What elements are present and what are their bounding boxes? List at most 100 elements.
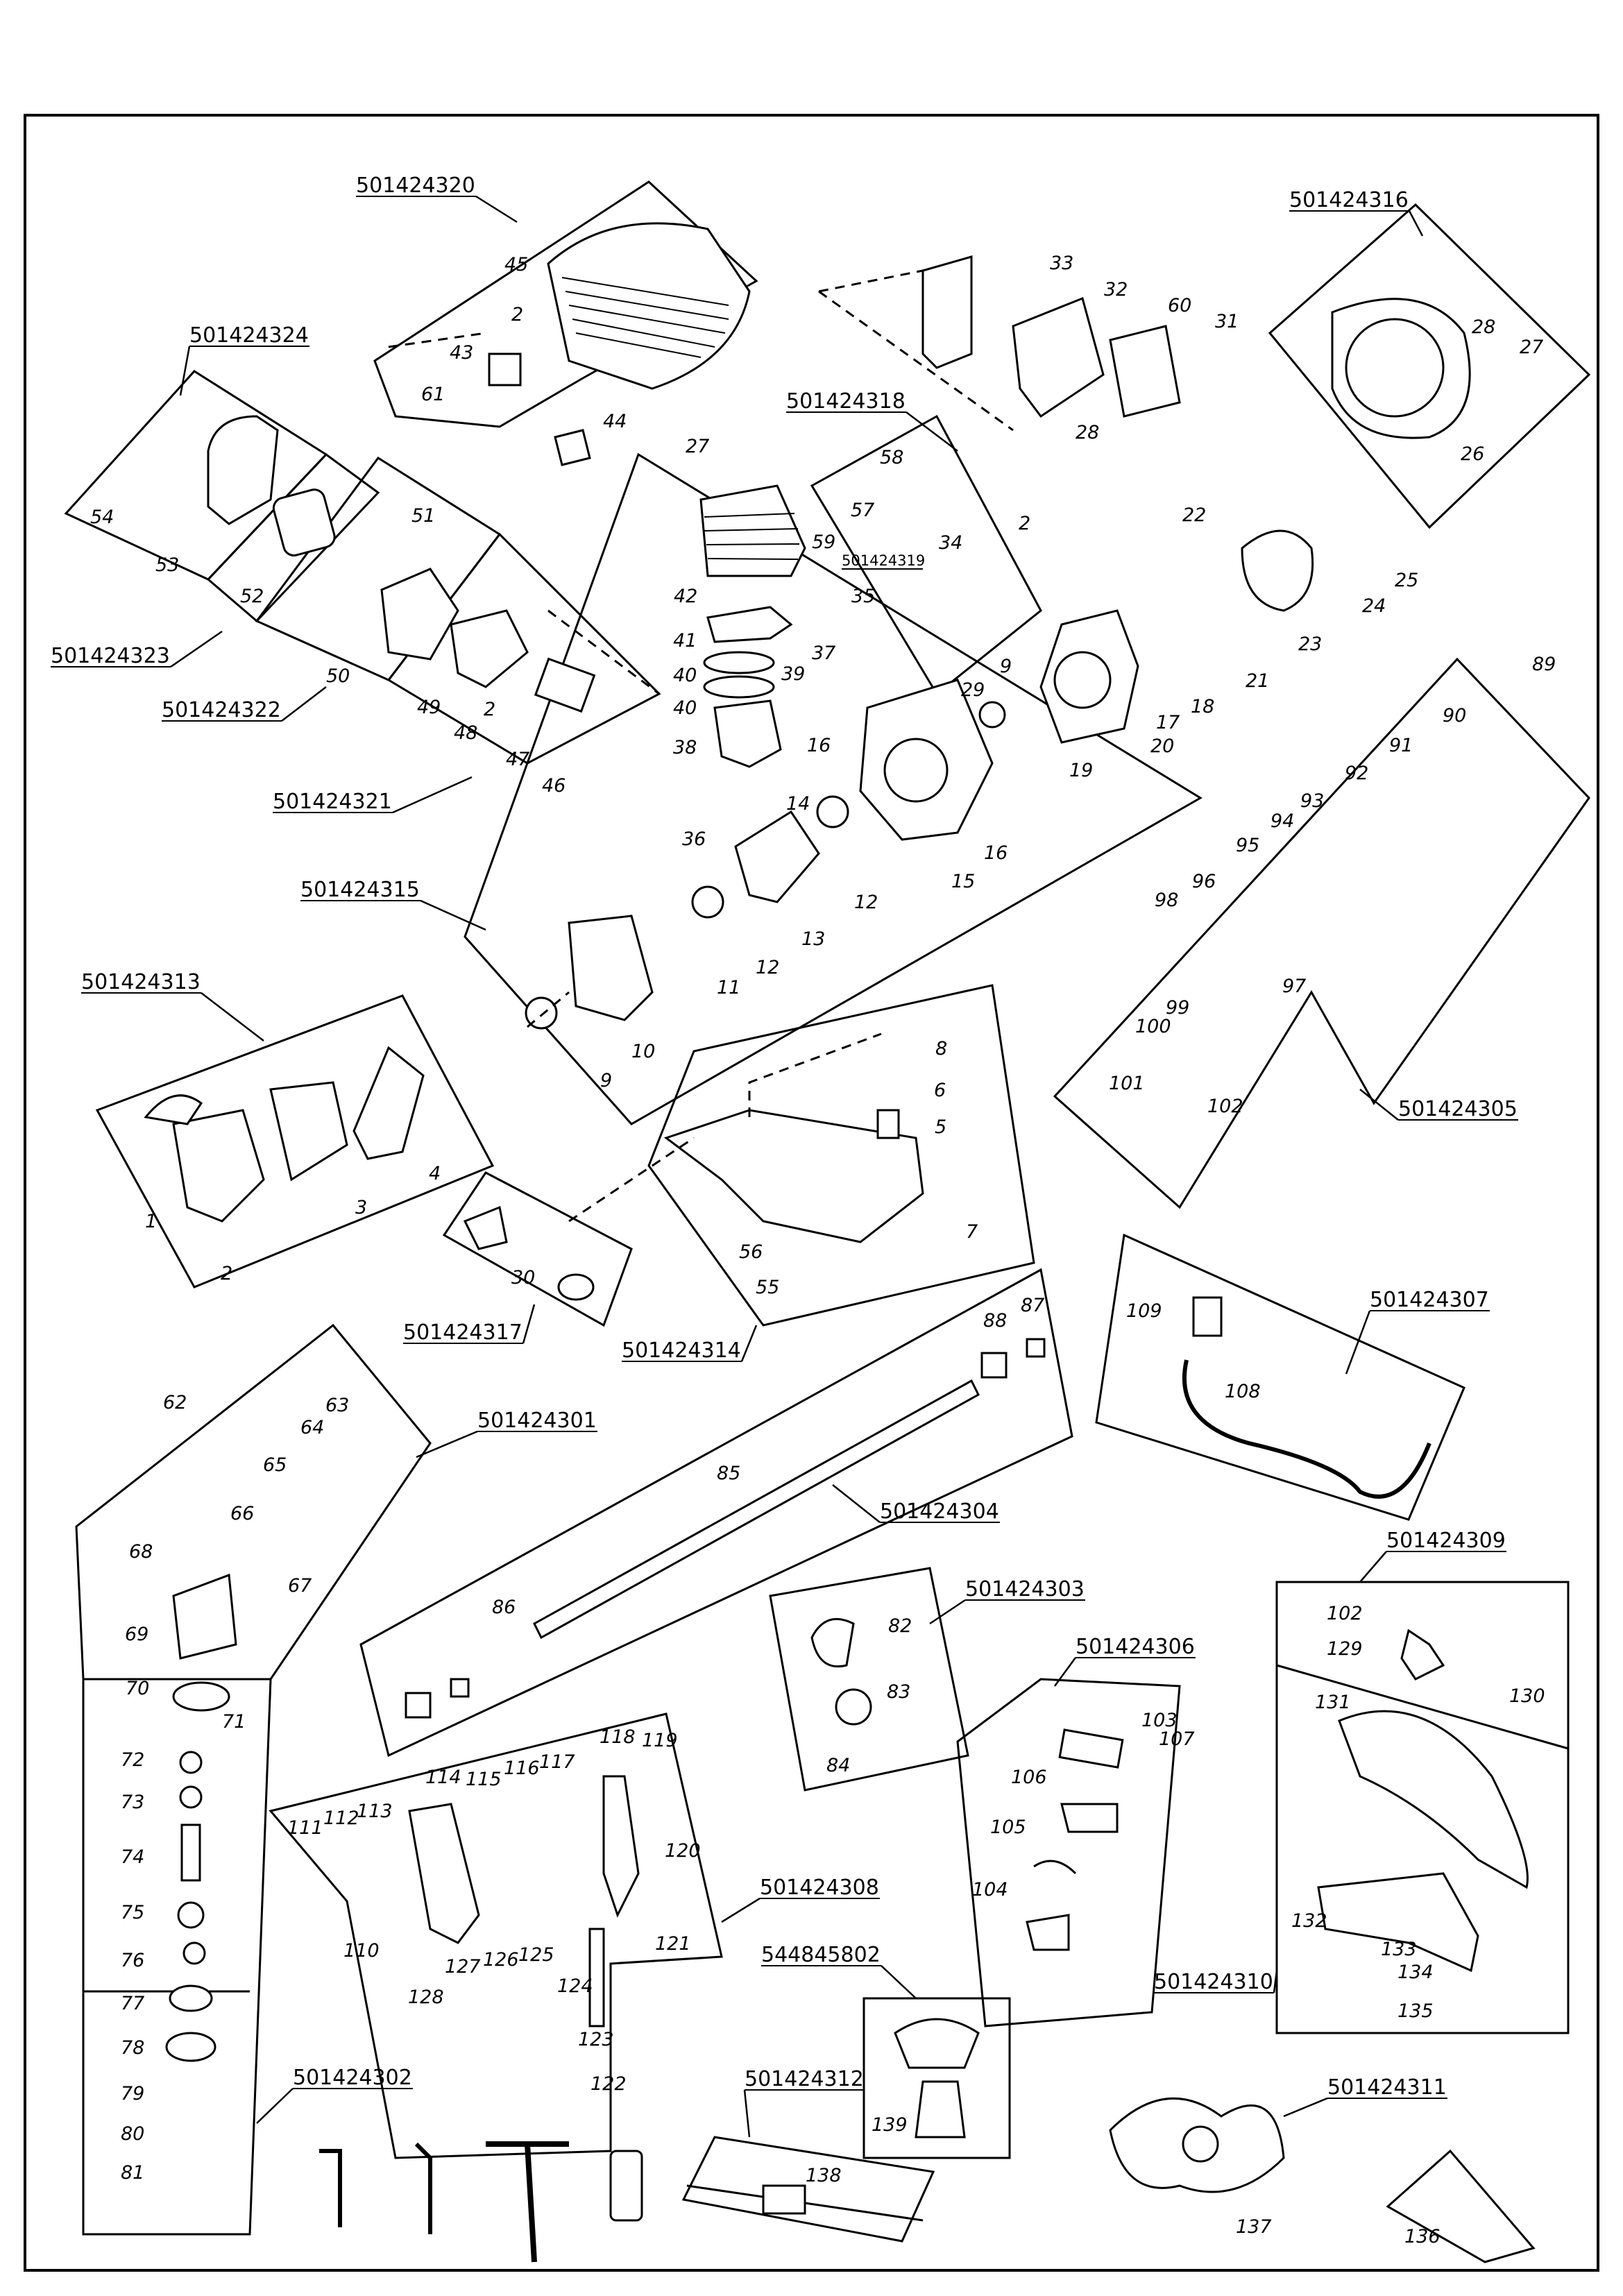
part-label: 53 — [155, 554, 179, 576]
outline-501424302 — [82, 1678, 272, 2236]
part-label: 9 — [1000, 656, 1012, 677]
part-label: 49 — [417, 697, 441, 718]
part-label: 34 — [939, 532, 962, 554]
part-label: 118 — [600, 1726, 636, 1748]
part-label: 102 — [1327, 1603, 1363, 1624]
kit-label: 501424301 — [477, 1409, 597, 1433]
tube-sleeve — [450, 1678, 470, 1698]
outline-501424309 — [1275, 1581, 1570, 2034]
part-label: 45 — [504, 254, 528, 275]
kit-label: 501424308 — [760, 1876, 879, 1900]
kit-label: 501424315 — [300, 878, 420, 902]
outline-501424318 — [810, 414, 1042, 696]
part-label: 32 — [1104, 279, 1128, 300]
part-label: 101 — [1109, 1073, 1145, 1094]
leader-line — [1408, 210, 1424, 237]
kit-label: 501424310 — [1154, 1970, 1273, 1994]
leader-line — [881, 1965, 917, 1999]
part-label: 128 — [408, 1987, 444, 2008]
leader-line — [201, 992, 264, 1041]
part-label: 56 — [739, 1241, 763, 1263]
part-label: 27 — [1520, 337, 1543, 358]
leader-line — [1273, 1970, 1278, 1993]
cylinder-fins — [704, 513, 800, 560]
part-label: 121 — [655, 1933, 691, 1955]
handle-base — [1026, 1914, 1070, 1951]
assembly-line — [818, 269, 924, 293]
kit-label: 501424316 — [1289, 188, 1409, 212]
kit-label: 501424304 — [880, 1499, 999, 1524]
air-filter-cover — [207, 415, 279, 525]
part-label: 59 — [812, 532, 835, 553]
tube-clamp — [810, 1617, 855, 1668]
fuel-cap — [463, 1205, 508, 1250]
part-label: 69 — [125, 1624, 148, 1645]
handle-clip — [1033, 1860, 1077, 1875]
part-label: 112 — [323, 1808, 359, 1829]
part-label: 83 — [887, 1681, 910, 1703]
part-label: 5 — [935, 1116, 946, 1138]
part-label: 28 — [1076, 422, 1099, 443]
part-label: 25 — [1395, 570, 1418, 591]
part-label: 127 — [445, 1956, 481, 1978]
part-label: 92 — [1345, 763, 1368, 784]
fuel-tank — [663, 1109, 924, 1243]
kit-label: 501424319 — [842, 552, 925, 569]
part-label: 109 — [1126, 1300, 1162, 1322]
divider-line — [1276, 1664, 1569, 1750]
part-label: 18 — [1191, 696, 1214, 717]
part-label: 12 — [756, 957, 779, 978]
part-label: 48 — [454, 722, 477, 744]
part-label: 26 — [1461, 443, 1484, 465]
gear-housing-flange — [172, 1681, 230, 1712]
part-label: 60 — [1168, 295, 1191, 316]
blade-clamp — [165, 2032, 216, 2062]
part-label: 68 — [129, 1541, 153, 1563]
cylinder — [699, 484, 806, 577]
outline-501424307 — [1095, 1233, 1465, 1521]
part-label: 12 — [854, 892, 878, 913]
recoil-starter — [172, 1109, 265, 1223]
bearing — [177, 1901, 205, 1929]
assembly-line — [568, 1137, 695, 1223]
outline-544845802 — [863, 1997, 1011, 2159]
starter-plate — [269, 1081, 348, 1182]
part-label: 95 — [1236, 835, 1259, 856]
kit-label: 501424317 — [403, 1320, 522, 1345]
leader-line — [416, 1430, 478, 1459]
leader-line — [1359, 1089, 1399, 1121]
part-label: 22 — [1182, 504, 1206, 526]
part-label: 35 — [851, 586, 875, 607]
part-label: 46 — [542, 775, 566, 797]
kit-label: 501424307 — [1370, 1288, 1489, 1312]
part-label: 7 — [966, 1221, 978, 1243]
leader-line — [281, 686, 327, 722]
part-label: 2 — [484, 699, 495, 720]
part-label: 40 — [673, 697, 697, 719]
kit-label: 501424322 — [162, 698, 281, 722]
kit-label: 501424324 — [189, 323, 309, 348]
part-label: 44 — [603, 411, 627, 432]
part-label: 111 — [287, 1817, 323, 1839]
carburetor — [450, 609, 529, 688]
part-label: 103 — [1141, 1710, 1178, 1731]
part-label: 137 — [1236, 2216, 1272, 2238]
diagram-frame — [24, 114, 1599, 2272]
leader-line — [170, 630, 223, 668]
part-label: 79 — [121, 2083, 144, 2104]
cover-fins — [561, 277, 729, 358]
part-label: 58 — [880, 447, 903, 468]
leader-line — [1359, 1551, 1387, 1583]
part-label: 125 — [518, 1944, 554, 1966]
part-label: 136 — [1404, 2226, 1441, 2247]
part-label: 122 — [590, 2073, 627, 2095]
oil-seal — [978, 701, 1006, 729]
part-label: 11 — [717, 977, 740, 998]
spark-plug — [554, 429, 591, 466]
part-label: 135 — [1397, 2000, 1434, 2022]
snap-ring — [182, 1941, 206, 1965]
outline-501424316 — [1268, 203, 1591, 529]
leader-line — [721, 1897, 760, 1923]
kit-label: 501424323 — [51, 644, 170, 668]
outline-501424313 — [95, 994, 495, 1289]
